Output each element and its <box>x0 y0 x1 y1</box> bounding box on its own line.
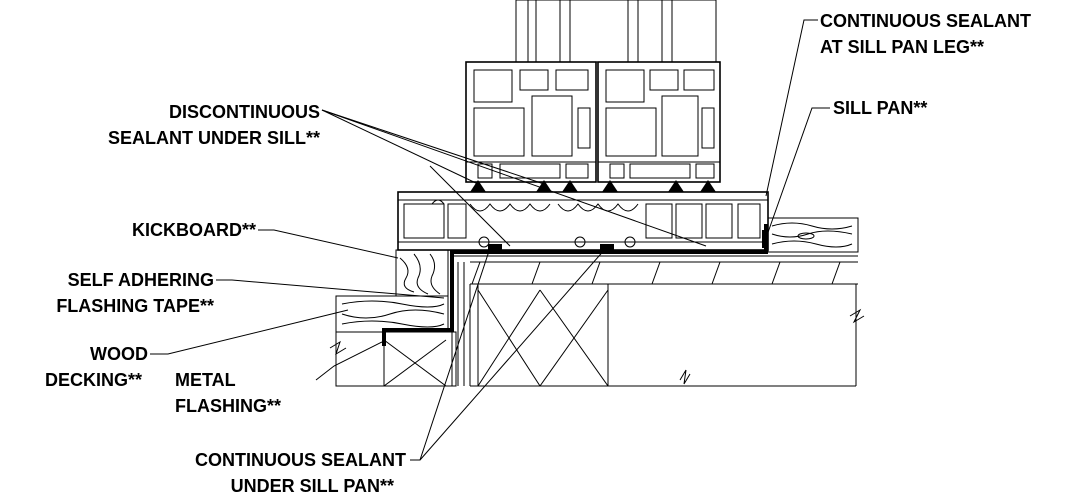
label-metal-flashing-2: FLASHING** <box>175 396 281 416</box>
sliding-panel-left <box>465 61 597 183</box>
label-sill-pan: SILL PAN** <box>833 98 927 118</box>
label-discontinuous-1: DISCONTINUOUS <box>169 102 320 122</box>
label-flashing-tape-1: SELF ADHERING <box>68 270 214 290</box>
label-continuous-sealant-pan-1: CONTINUOUS SEALANT <box>195 450 406 470</box>
label-wood-decking-2: DECKING** <box>45 370 142 390</box>
sliding-panel-right <box>597 61 721 183</box>
sill-pan-flashing <box>382 224 768 346</box>
door-frame-upper <box>515 0 717 63</box>
wood-threshold <box>767 217 859 253</box>
label-discontinuous-2: SEALANT UNDER SILL** <box>108 128 320 148</box>
label-kickboard: KICKBOARD** <box>132 220 256 240</box>
subfloor-framing <box>452 255 865 387</box>
sealant-beads <box>470 180 716 192</box>
kickboard-block <box>395 249 449 297</box>
callout-labels: CONTINUOUS SEALANT AT SILL PAN LEG** DIS… <box>45 11 1031 496</box>
wood-decking-block <box>329 295 457 387</box>
label-continuous-sealant-leg-1: CONTINUOUS SEALANT <box>820 11 1031 31</box>
label-wood-decking-1: WOOD <box>90 344 148 364</box>
leader-lines <box>150 19 830 461</box>
label-continuous-sealant-pan-2: UNDER SILL PAN** <box>231 476 394 496</box>
label-flashing-tape-2: FLASHING TAPE** <box>56 296 214 316</box>
sill-extrusion <box>397 191 769 251</box>
label-continuous-sealant-leg-2: AT SILL PAN LEG** <box>820 37 984 57</box>
label-metal-flashing-1: METAL <box>175 370 236 390</box>
